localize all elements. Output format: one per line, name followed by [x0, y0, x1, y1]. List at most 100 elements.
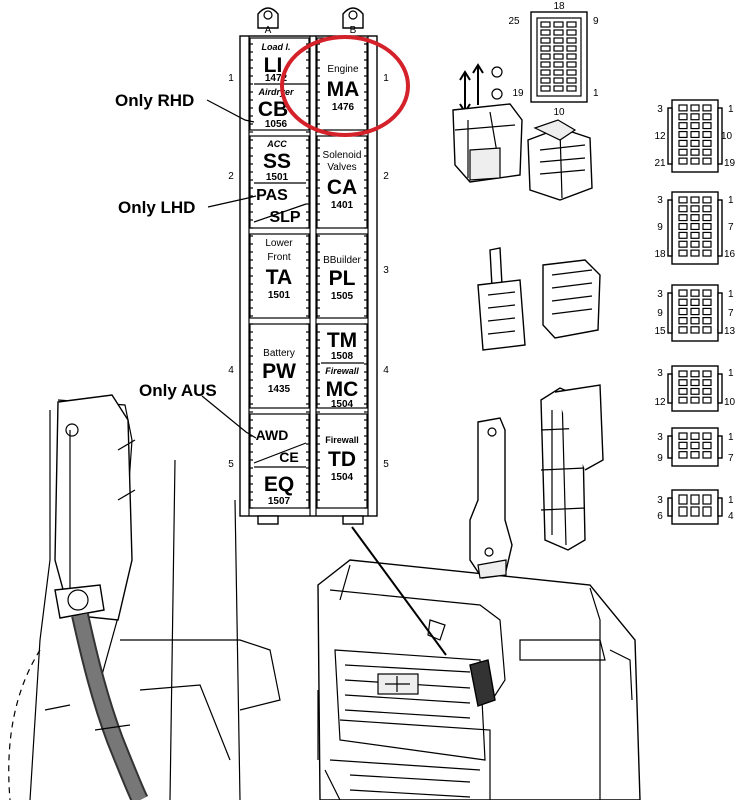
sc2-left-top: 3 [657, 195, 663, 206]
fuse-ce-code: CE [279, 449, 298, 465]
row-number-left-5: 5 [228, 459, 234, 470]
sc4-left-top: 3 [657, 368, 663, 379]
fuse-ss-label: ACC [266, 139, 287, 149]
fuse-td-number: 1504 [331, 472, 354, 483]
sc6-left-top: 3 [657, 495, 663, 506]
truck-front-drawing [317, 559, 641, 800]
pin-1: 1 [593, 88, 599, 99]
pin-9: 9 [593, 16, 599, 27]
pin-18: 18 [553, 1, 565, 12]
callout-only-aus: Only AUS [139, 381, 217, 400]
sc2-left-mid: 9 [657, 222, 663, 233]
sc4-right-bot: 10 [724, 397, 736, 408]
sc1-left-mid: 12 [654, 131, 666, 142]
fuse-ta-label-1: Lower [265, 238, 293, 249]
sc3-right-mid: 7 [728, 308, 734, 319]
fuse-mc-number: 1504 [331, 399, 354, 410]
fuse-ca-label-2: Valves [327, 162, 356, 173]
fuse-box: A B Load l. LI 1472 Airdryer CB 1056 Eng… [228, 7, 389, 525]
fuse-cb-number: 1056 [265, 119, 288, 130]
row-number-left-1: 1 [228, 73, 234, 84]
sc6-right-top: 1 [728, 495, 734, 506]
row-number-right-3: 3 [383, 265, 389, 276]
sc5-right-top: 1 [728, 432, 734, 443]
fuse-mc-label: Firewall [325, 366, 359, 376]
row-number-right-2: 2 [383, 171, 389, 182]
sc2-right-top: 1 [728, 195, 734, 206]
sc2-left-bot: 18 [654, 249, 666, 260]
side-connector-labels: 3 12 21 1 10 19 3 9 18 1 7 16 3 9 15 1 7… [654, 104, 735, 522]
fuse-ca-label-1: Solenoid [323, 150, 362, 161]
fuse-eq-code: EQ [264, 473, 294, 496]
fuse-ca-number: 1401 [331, 200, 354, 211]
fuse-pl-label: BBuilder [323, 255, 361, 266]
fuse-pw-code: PW [262, 360, 296, 383]
fuse-ca-code: CA [327, 176, 357, 199]
fuse-li-code: LI [264, 54, 283, 77]
sc5-right-bot: 7 [728, 453, 734, 464]
sc1-right-mid: 10 [721, 131, 733, 142]
pin-25: 25 [508, 16, 520, 27]
fuse-tm-code: TM [327, 329, 357, 352]
fuse-li-label: Load l. [262, 42, 291, 52]
fuse-ss-number: 1501 [266, 172, 289, 183]
fuse-ma-number: 1476 [332, 102, 355, 113]
tab-label-a: A [265, 25, 272, 36]
row-number-right-4: 4 [383, 365, 389, 376]
fuse-ma-code: MA [327, 78, 360, 101]
tab-label-b: B [350, 25, 357, 36]
fuse-ss-code: SS [263, 150, 291, 173]
sc1-left-bot: 21 [654, 158, 666, 169]
fuse-ta-number: 1501 [268, 290, 291, 301]
highlight-circle [280, 35, 410, 137]
sc5-left-top: 3 [657, 432, 663, 443]
sc3-left-bot: 15 [654, 326, 666, 337]
pin-19: 19 [512, 88, 524, 99]
side-connectors [667, 99, 723, 525]
fuse-cb-label: Airdryer [257, 87, 294, 97]
sc2-right-mid: 7 [728, 222, 734, 233]
fuse-ta-code: TA [266, 266, 292, 289]
fuse-slp-code: SLP [269, 209, 300, 226]
sc6-left-bot: 6 [657, 511, 663, 522]
fuse-pl-code: PL [329, 267, 356, 290]
fuse-pl-number: 1505 [331, 291, 354, 302]
sc1-left-top: 3 [657, 104, 663, 115]
row-number-left-4: 4 [228, 365, 234, 376]
sc1-right-bot: 19 [724, 158, 736, 169]
fuse-li-number: 1472 [265, 73, 288, 84]
callout-only-lhd: Only LHD [118, 198, 195, 217]
row-number-left-2: 2 [228, 171, 234, 182]
row-number-right-1: 1 [383, 73, 389, 84]
fuse-ta-label-2: Front [267, 252, 291, 263]
fuse-pw-number: 1435 [268, 384, 291, 395]
sc3-left-mid: 9 [657, 308, 663, 319]
callouts: Only RHD Only LHD Only AUS [115, 91, 257, 439]
sc3-left-top: 3 [657, 289, 663, 300]
fuse-pw-label: Battery [263, 348, 295, 359]
sc3-right-bot: 13 [724, 326, 736, 337]
row-number-right-5: 5 [383, 459, 389, 470]
fuse-cb-code: CB [258, 98, 288, 121]
sc6-right-bot: 4 [728, 511, 734, 522]
sc1-right-top: 1 [728, 104, 734, 115]
fuse-pas-code: PAS [256, 187, 288, 204]
sc3-right-top: 1 [728, 289, 734, 300]
sc5-left-bot: 9 [657, 453, 663, 464]
fuse-td-code: TD [328, 448, 356, 471]
fuse-td-label: Firewall [325, 435, 359, 445]
connector-parts-illustrations [452, 63, 604, 579]
callout-only-rhd: Only RHD [115, 91, 194, 110]
fuse-awd-code: AWD [256, 427, 289, 443]
pin-10: 10 [553, 107, 565, 118]
sc2-right-bot: 16 [724, 249, 736, 260]
cab-interior-drawing [8, 394, 281, 800]
connector-25-pin: 18 25 9 19 1 10 [508, 1, 599, 118]
fuse-ma-label: Engine [327, 64, 359, 75]
fuse-tm-number: 1508 [331, 351, 354, 362]
leader-line [351, 526, 447, 656]
fuse-eq-number: 1507 [268, 496, 291, 507]
sc4-right-top: 1 [728, 368, 734, 379]
sc4-left-bot: 12 [654, 397, 666, 408]
